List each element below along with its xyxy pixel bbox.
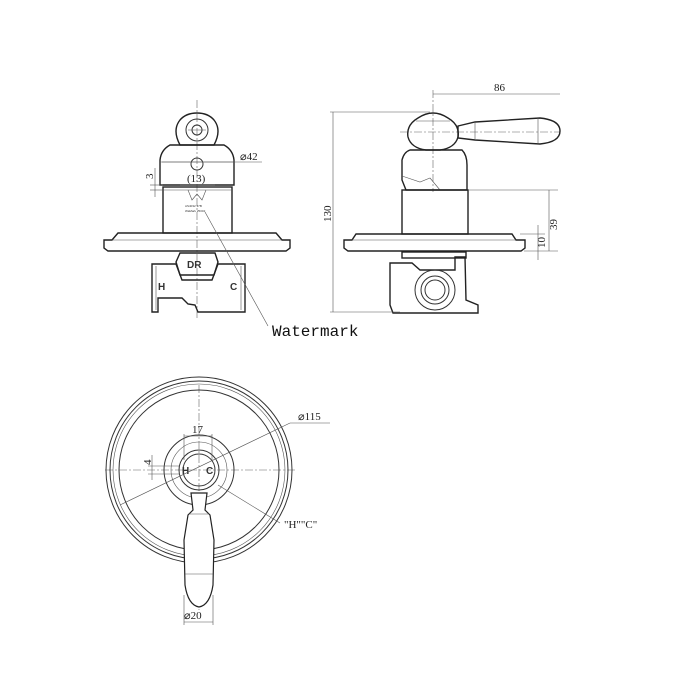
dim-86: 86	[494, 82, 506, 94]
plan-label-c: C	[206, 466, 213, 477]
plan-view: H C ⌀115 17 4 "H""C" ⌀20	[105, 376, 330, 625]
dim-10: 10	[536, 237, 548, 249]
side-view: 86 130 39 10	[322, 82, 561, 314]
dim-39: 39	[548, 219, 560, 231]
dim-13: (13)	[187, 173, 206, 185]
side-lower-body	[401, 189, 469, 235]
dim-4: 4	[142, 459, 154, 465]
dim-dia-115: ⌀115	[298, 411, 321, 423]
upper-body	[159, 144, 235, 186]
stamp-line-2: WaMark 25002	[185, 209, 206, 213]
ball-head	[407, 112, 459, 151]
dim-dia-20: ⌀20	[184, 610, 202, 622]
side-flange	[343, 233, 526, 252]
side-upper-body	[401, 149, 468, 191]
valve-body	[151, 263, 246, 313]
side-valve-body	[389, 256, 479, 314]
knob	[175, 112, 219, 146]
dim-130: 130	[322, 205, 334, 222]
side-lever	[457, 117, 561, 145]
label-h: H	[158, 282, 165, 293]
dim-17: 17	[192, 424, 204, 436]
watermark-leader	[204, 211, 269, 327]
dim-dia-42: ⌀42	[240, 151, 258, 163]
flange	[103, 232, 291, 252]
plan-handle	[183, 492, 215, 608]
hc-callout: "H""C"	[284, 519, 317, 531]
plan-label-h: H	[182, 466, 189, 477]
label-c: C	[230, 282, 237, 293]
label-dr: DR	[187, 260, 202, 271]
watermark-label: Watermark	[272, 323, 358, 341]
dim-3: 3	[144, 173, 156, 179]
front-view: AS4032 37B WaMark 25002 DR H C ⌀42 (13) …	[103, 100, 291, 318]
stamp-line-1: AS4032 37B	[185, 204, 202, 208]
